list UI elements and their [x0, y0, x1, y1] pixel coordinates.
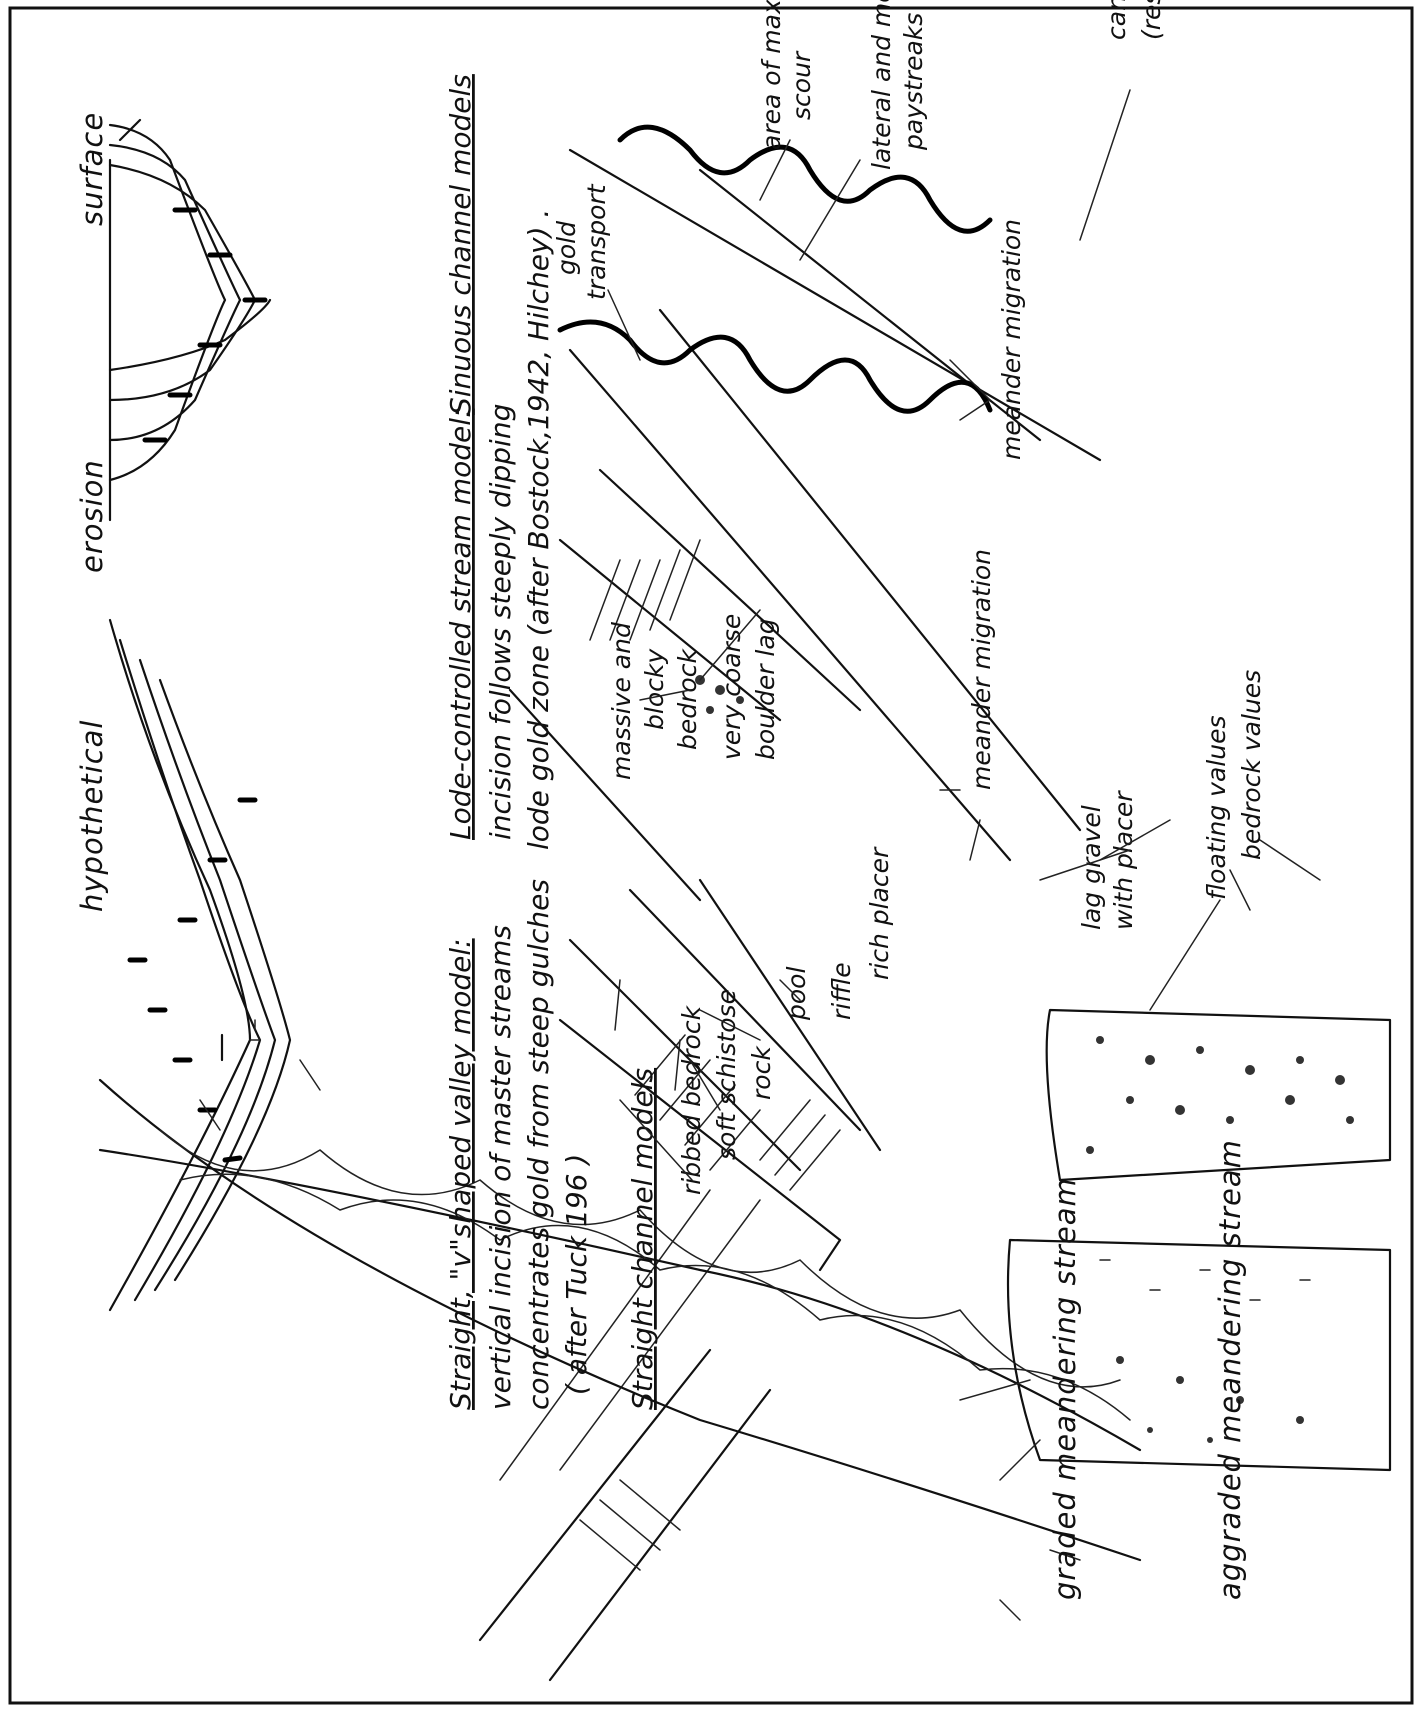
label-massive-3: bedrock — [673, 648, 702, 750]
canyons-nodes-sketch — [100, 1060, 1140, 1620]
label-paystreaks-2: paystreaks — [899, 13, 928, 151]
v-valley-sketch — [110, 620, 290, 1310]
label-canyons-1: canyons or nodes — [1102, 0, 1131, 40]
label-massive-2: blocky — [640, 648, 669, 730]
label-floating-values: floating values — [1202, 716, 1231, 901]
v-model-line4: ( after Tuck 196 ) — [560, 1154, 593, 1395]
label-gold-transport-1: gold — [552, 221, 581, 275]
label-paystreaks-1: lateral and medial — [867, 0, 896, 170]
label-canyons-2: (resistant rock) — [1137, 0, 1166, 40]
straight-channel-title: Straight channel models — [626, 1068, 659, 1410]
lode-title: Lode-controlled stream model: — [444, 409, 477, 840]
v-model-line3: concentrates gold from steep gulches — [522, 879, 555, 1410]
lode-line2: incision follows steeply dipping — [484, 404, 517, 840]
label-aggraded-stream: aggraded meandering stream — [1213, 1139, 1247, 1600]
label-surface: surface — [75, 112, 109, 226]
label-max-scour-2: scour — [787, 50, 816, 120]
label-graded-stream: graded meandering stream — [1048, 1177, 1082, 1600]
label-hypothetical: hypothetical — [75, 720, 109, 913]
label-gold-transport-2: transport — [582, 183, 611, 300]
label-meander-migration-1: meander migration — [997, 219, 1026, 460]
sinuous-title: Sinuous channel models — [444, 74, 477, 415]
label-lag-gravel-2: with placer — [1109, 790, 1138, 930]
v-model-title: Straight, "v"shaped valley model: — [444, 938, 477, 1410]
label-max-scour-1: area of max — [757, 0, 786, 150]
label-lag-gravel-1: lag gravel — [1077, 805, 1106, 930]
label-erosion: erosion — [75, 459, 109, 573]
v-model-line2: vertical incision of master streams — [484, 925, 517, 1410]
label-rich-placer: rich placer — [865, 846, 894, 980]
label-boulder-2: boulder lag — [751, 618, 780, 760]
lode-line3: lode gold zone (after Bostock,1942, Hilc… — [522, 209, 555, 850]
aggraded-stream-section — [960, 1240, 1390, 1480]
label-meander-migration-2: meander migration — [967, 549, 996, 790]
label-boulder-1: very coarse — [717, 614, 746, 760]
label-riffle: riffle — [827, 962, 856, 1020]
label-massive-1: massive and — [607, 622, 636, 780]
label-pool: pool — [782, 967, 811, 1021]
label-bedrock-values: bedrock values — [1237, 670, 1266, 860]
label-soft-schistose-1: soft schistose — [712, 989, 741, 1160]
label-soft-schistose-2: rock — [747, 1045, 776, 1100]
lode-controlled-sketch — [110, 120, 270, 520]
label-ribbed-bedrock: ribbed bedrock — [677, 1004, 706, 1195]
